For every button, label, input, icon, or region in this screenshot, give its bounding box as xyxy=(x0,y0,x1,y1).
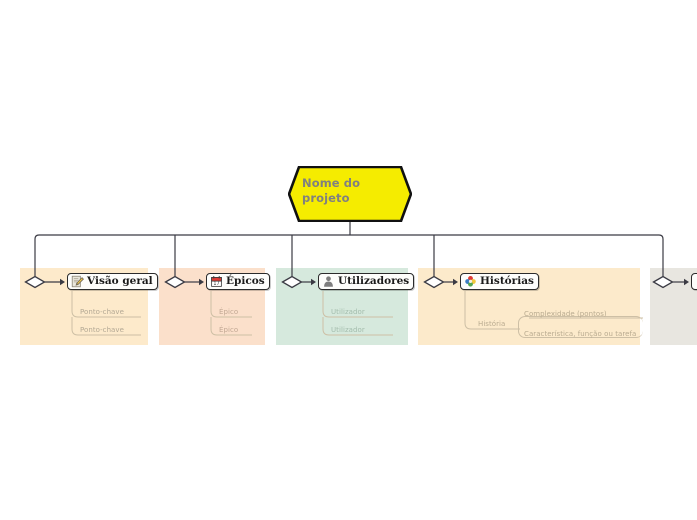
svg-text:17: 17 xyxy=(213,281,219,287)
person-icon xyxy=(324,276,333,287)
branch-node-visao-geral[interactable]: Visão geral xyxy=(67,273,158,290)
note-pencil-icon xyxy=(71,275,84,288)
leaf-label[interactable]: Utilizador xyxy=(331,326,365,334)
branch-node-epicos[interactable]: 17 Épicos xyxy=(206,273,270,290)
leaf-label[interactable]: Característica, função ou tarefa xyxy=(524,330,637,338)
leaf-label[interactable]: Épico xyxy=(219,308,239,316)
leaf-label[interactable]: História xyxy=(478,320,506,328)
leaf-label[interactable]: Ponto-chave xyxy=(80,308,124,316)
leaf-label[interactable]: Utilizador xyxy=(331,308,365,316)
branch-node-utilizadores[interactable]: Utilizadores xyxy=(318,273,415,290)
branch-node-label: Histórias xyxy=(480,275,534,287)
root-node-label: Nome do projeto xyxy=(302,176,361,205)
branch-node-historias[interactable]: Histórias xyxy=(460,273,539,290)
leaf-label[interactable]: Ponto-chave xyxy=(80,326,124,334)
calendar-icon: 17 xyxy=(211,276,222,287)
flower-icon xyxy=(465,275,476,287)
branch-node-label: Épicos xyxy=(226,275,265,287)
leaf-label[interactable]: Épico xyxy=(219,326,239,334)
root-node[interactable]: Nome do projeto xyxy=(288,166,412,222)
historia-subgroup xyxy=(518,316,643,338)
branch-node-branch-5[interactable] xyxy=(691,273,697,290)
leaf-label[interactable]: Complexidade (pontos) xyxy=(524,310,607,318)
root-node-shape xyxy=(288,166,412,222)
branch-panel-branch-5 xyxy=(650,268,697,345)
branch-node-label: Visão geral xyxy=(87,275,153,287)
branch-node-label: Utilizadores xyxy=(338,275,410,287)
